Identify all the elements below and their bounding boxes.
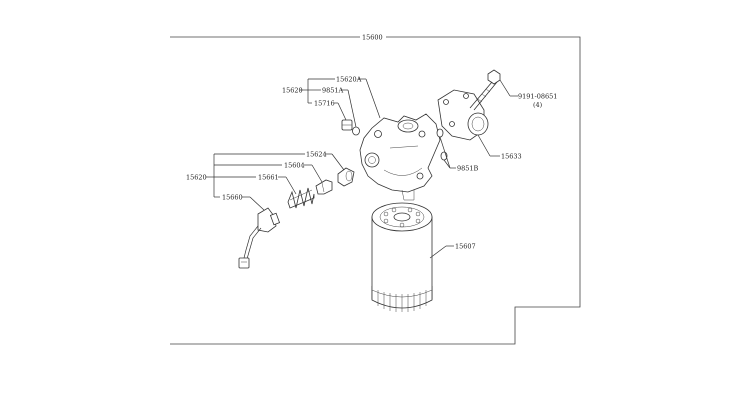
spring xyxy=(287,187,315,209)
switch xyxy=(238,207,281,269)
label-bolt-qty: (4) xyxy=(533,101,543,109)
bolt xyxy=(469,69,501,111)
label-flange: 15633 xyxy=(501,153,522,161)
label-washer-a: 9851A xyxy=(322,87,344,95)
label-valve: 15604 xyxy=(284,162,305,170)
filter-head xyxy=(359,113,441,201)
leader-lines xyxy=(206,78,518,259)
flange xyxy=(437,89,489,141)
label-bracket-group: 15620 xyxy=(282,87,303,95)
valve xyxy=(315,179,333,195)
label-bolt: 9191-08651 xyxy=(518,93,557,101)
filter-cartridge xyxy=(371,202,433,312)
valve-seat xyxy=(337,167,355,187)
label-valve-seat: 15624 xyxy=(306,151,327,159)
label-spring: 15661 xyxy=(258,174,279,182)
assembly-frame xyxy=(170,36,581,345)
label-plug: 15716 xyxy=(314,100,335,108)
label-filter: 15607 xyxy=(455,243,476,251)
plug xyxy=(341,119,353,131)
washer-a xyxy=(352,126,360,136)
label-washer-b: 9851B xyxy=(457,165,479,173)
label-head: 15620A xyxy=(336,76,362,84)
label-valve-group: 15620 xyxy=(186,174,207,182)
label-switch: 15660 xyxy=(222,194,243,202)
label-assembly: 15600 xyxy=(362,34,383,42)
